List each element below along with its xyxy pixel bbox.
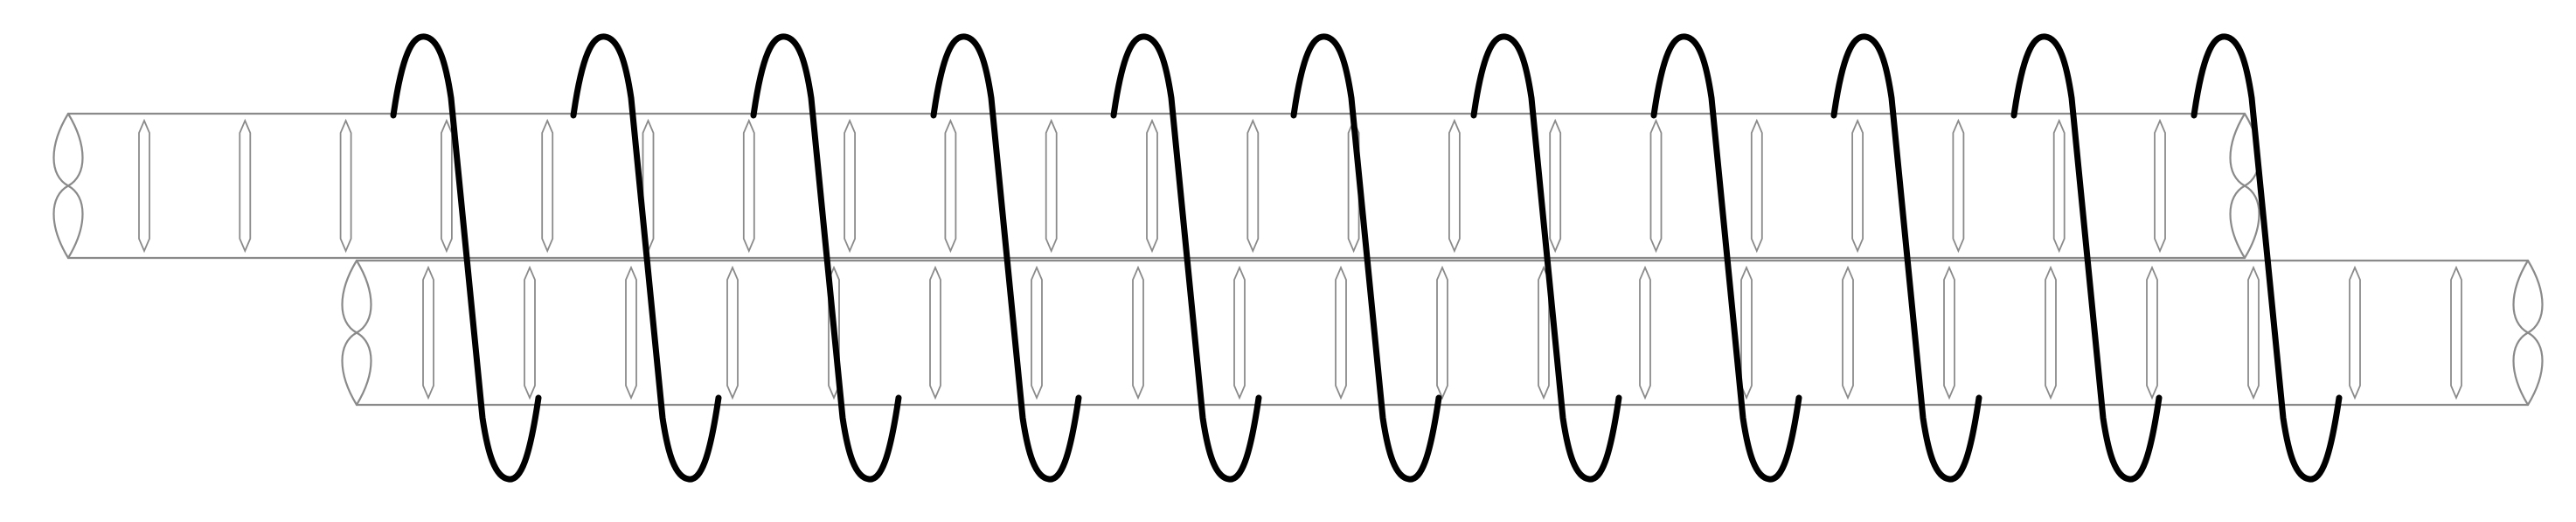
rod-slit xyxy=(929,265,941,400)
rod-slit xyxy=(524,265,536,400)
coil-turn xyxy=(1110,33,1262,483)
rod-slit xyxy=(1132,265,1144,400)
coil-wire xyxy=(390,33,542,483)
rod-slit xyxy=(1045,118,1058,254)
rod-slit xyxy=(1246,118,1260,254)
rod-break-left xyxy=(341,259,372,407)
coil-turn xyxy=(1290,33,1442,483)
rod-slit xyxy=(2146,265,2158,400)
rod-slit xyxy=(1639,265,1651,400)
coil-wire xyxy=(930,33,1082,483)
coil-wire xyxy=(750,33,902,483)
rod-slit xyxy=(339,118,352,254)
upper-rod xyxy=(52,112,2260,260)
coil-turn xyxy=(2191,33,2343,483)
coil-layer xyxy=(390,33,2343,483)
rod-slit xyxy=(1952,118,1965,254)
rod-slit xyxy=(844,118,856,254)
rod-slit xyxy=(742,118,755,254)
coil-turn xyxy=(930,33,1082,483)
coil-wire xyxy=(1470,33,1622,483)
rod-slit xyxy=(1448,118,1461,254)
rod-break-left xyxy=(52,112,84,260)
coil-turn xyxy=(2010,33,2163,483)
rod-slit xyxy=(239,118,252,254)
rod-break-right xyxy=(2512,259,2544,407)
rod-slit xyxy=(1233,265,1246,400)
rod-slit xyxy=(541,118,554,254)
coil-wire xyxy=(1650,33,1802,483)
coil-turn xyxy=(1650,33,1802,483)
rod-slit xyxy=(2450,265,2462,400)
rod-slit xyxy=(1851,118,1864,254)
rod-slit xyxy=(1436,265,1448,400)
lower-rod xyxy=(341,259,2544,407)
rod-slit xyxy=(1031,265,1043,400)
rod-slit xyxy=(1335,265,1347,400)
rod-slit xyxy=(1146,118,1158,254)
coil-wire xyxy=(2010,33,2163,483)
rod-slit xyxy=(1750,118,1763,254)
coil-wire xyxy=(2191,33,2343,483)
rod-slit xyxy=(422,265,434,400)
rod-slit xyxy=(625,265,637,400)
rod-slit xyxy=(1649,118,1663,254)
rod-slit xyxy=(1842,265,1854,400)
coil-turn xyxy=(1470,33,1622,483)
rod-slit xyxy=(2247,265,2260,400)
rod-slit xyxy=(138,118,150,254)
coil-turn xyxy=(750,33,902,483)
rod-slit xyxy=(1943,265,1955,400)
rod-slit xyxy=(1549,118,1562,254)
coil-turn xyxy=(1830,33,1982,483)
rod-slit xyxy=(2045,265,2057,400)
rods-layer xyxy=(52,112,2544,407)
rod-slit xyxy=(944,118,957,254)
rod-slit xyxy=(1740,265,1753,400)
rod-slit xyxy=(441,118,453,254)
coil-turn xyxy=(570,33,722,483)
coil-wire xyxy=(1830,33,1982,483)
coil-wire xyxy=(1110,33,1262,483)
coil-wire xyxy=(570,33,722,483)
rod-slit xyxy=(2349,265,2361,400)
rod-slit xyxy=(726,265,739,400)
rod-slit xyxy=(2154,118,2166,254)
rod-slit xyxy=(2052,118,2066,254)
coil-turn xyxy=(390,33,542,483)
coil-wire xyxy=(1290,33,1442,483)
